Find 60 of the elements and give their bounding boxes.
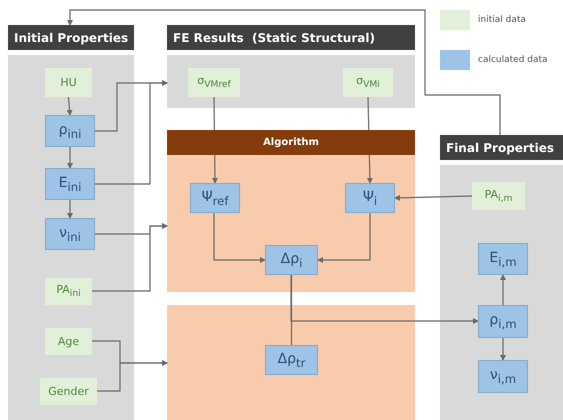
process-area bbox=[167, 305, 415, 420]
calculated-data-box bbox=[45, 115, 95, 147]
connector-arrow bbox=[67, 9, 501, 135]
group-panel bbox=[8, 25, 134, 420]
connector-arrow bbox=[290, 275, 479, 324]
initial-data-box bbox=[472, 182, 525, 210]
legend-label: initial data bbox=[478, 15, 526, 25]
variable-label: ρ$_{ini}$ bbox=[58, 122, 82, 140]
connector-arrow bbox=[67, 147, 73, 169]
panel-header: Final Properties bbox=[440, 135, 563, 160]
panel-header: Initial Properties bbox=[8, 25, 134, 50]
connector-arrow bbox=[67, 200, 73, 219]
variable-label: PA$_{ini}$ bbox=[56, 283, 81, 300]
variable-label: ρ$_{i,m}$ bbox=[489, 312, 517, 331]
initial-data-box bbox=[45, 68, 92, 97]
calculated-data-box bbox=[45, 218, 95, 250]
variable-label: ν$_{ini}$ bbox=[59, 224, 81, 244]
connector-arrow bbox=[212, 97, 218, 184]
connector-arrow bbox=[95, 80, 168, 185]
calculated-data-box bbox=[478, 360, 528, 393]
connector-arrow bbox=[500, 274, 506, 305]
calculated-data-box bbox=[345, 183, 395, 213]
variable-label: ν$_{i,m}$ bbox=[490, 367, 516, 386]
calculated-data-box bbox=[265, 245, 318, 275]
calculated-data-box bbox=[478, 243, 528, 275]
variable-label: E$_{i,m}$ bbox=[489, 250, 517, 268]
initial-data-box bbox=[188, 68, 240, 97]
initial-data-box bbox=[343, 68, 393, 97]
variable-label: Ψ$_{ref}$ bbox=[202, 188, 228, 208]
variable-label: Age bbox=[58, 335, 80, 348]
calculated-data-box bbox=[265, 345, 318, 375]
variable-label: HU bbox=[60, 76, 77, 89]
connector-arrow bbox=[97, 360, 168, 392]
connector-arrow bbox=[92, 223, 168, 292]
legend-label: calculated data bbox=[478, 55, 548, 65]
connector-arrow bbox=[500, 338, 506, 361]
panel-header: Algorithm bbox=[167, 130, 415, 155]
connector-arrow bbox=[213, 213, 266, 263]
variable-label: σ$_{VMref}$ bbox=[197, 74, 231, 91]
variable-label: σ$_{VMi}$ bbox=[356, 74, 380, 91]
calculated-data-box bbox=[45, 168, 95, 200]
algorithm-panel bbox=[167, 130, 415, 292]
variable-label: Δρ$_{i}$ bbox=[280, 250, 302, 270]
group-panel bbox=[440, 135, 563, 420]
initial-data-box bbox=[40, 378, 97, 405]
variable-label: E$_{ini}$ bbox=[58, 174, 82, 194]
group-panel bbox=[167, 25, 415, 108]
connector-arrow bbox=[366, 96, 373, 184]
connector-arrow bbox=[317, 213, 371, 263]
variable-label: PA$_{i,m}$ bbox=[484, 188, 512, 204]
connector-arrow bbox=[394, 194, 472, 201]
initial-data-box bbox=[45, 328, 92, 355]
initial-data-box bbox=[45, 278, 92, 305]
variable-label: Gender bbox=[48, 385, 89, 398]
variable-label: Ψ$_{i}$ bbox=[362, 188, 378, 208]
panel-header: FE Results (Static Structural) bbox=[167, 25, 415, 50]
connector-arrow bbox=[66, 96, 73, 116]
variable-label: Δρ$_{tr}$ bbox=[278, 350, 306, 370]
calculated-data-box bbox=[190, 183, 240, 213]
calculated-data-box bbox=[478, 305, 528, 338]
